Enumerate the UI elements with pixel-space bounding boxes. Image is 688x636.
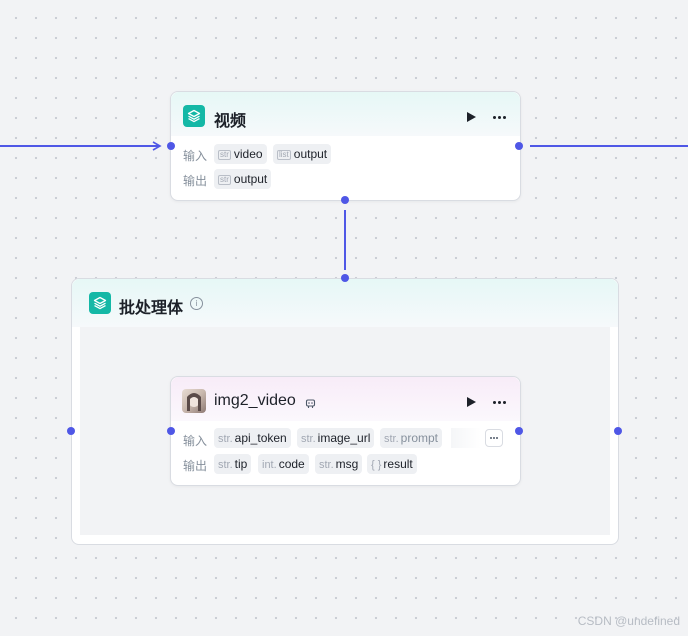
run-button[interactable] <box>464 110 478 124</box>
layers-icon <box>89 292 111 314</box>
output-tag-result: { }result <box>367 454 417 474</box>
run-button[interactable] <box>464 395 478 409</box>
plugin-icon <box>305 396 316 414</box>
input-tag-prompt: str.prompt <box>380 428 443 448</box>
video-output-port[interactable] <box>515 142 523 150</box>
video-input-port[interactable] <box>167 142 175 150</box>
more-button[interactable] <box>489 110 509 124</box>
output-tag-msg: str.msg <box>315 454 363 474</box>
batch-top-port[interactable] <box>341 274 349 282</box>
video-bottom-port[interactable] <box>341 196 349 204</box>
output-tag-code: int.code <box>258 454 309 474</box>
output-label: 输出 <box>183 459 208 473</box>
img2video-node[interactable]: img2_video 输入 str.api_token str.image_ur… <box>170 376 521 486</box>
video-node-title: 视频 <box>214 113 247 130</box>
input-label: 输入 <box>183 149 208 163</box>
watermark: CSDN @undefined <box>577 614 680 628</box>
more-inputs-button[interactable] <box>485 429 503 447</box>
input-tag-api-token: str.api_token <box>214 428 291 448</box>
input-tag-image-url: str.image_url <box>297 428 375 448</box>
img2video-node-title: img2_video <box>214 392 296 409</box>
output-tag-tip: str.tip <box>214 454 252 474</box>
play-icon <box>466 397 476 407</box>
video-node-header <box>171 92 520 136</box>
batch-inner-output-port[interactable] <box>614 427 622 435</box>
img2video-output-port[interactable] <box>515 427 523 435</box>
overflow-fade <box>451 428 481 448</box>
avatar <box>182 389 206 413</box>
more-button[interactable] <box>489 395 509 409</box>
input-label: 输入 <box>183 434 208 448</box>
img2video-input-port[interactable] <box>167 427 175 435</box>
info-icon[interactable]: i <box>190 297 203 310</box>
output-label: 输出 <box>183 174 208 188</box>
layers-icon <box>183 105 205 127</box>
play-icon <box>466 112 476 122</box>
batch-group-title: 批处理体 <box>119 300 184 317</box>
batch-inner-input-port[interactable] <box>67 427 75 435</box>
img2video-node-header <box>171 377 520 421</box>
batch-group-header <box>72 279 618 327</box>
